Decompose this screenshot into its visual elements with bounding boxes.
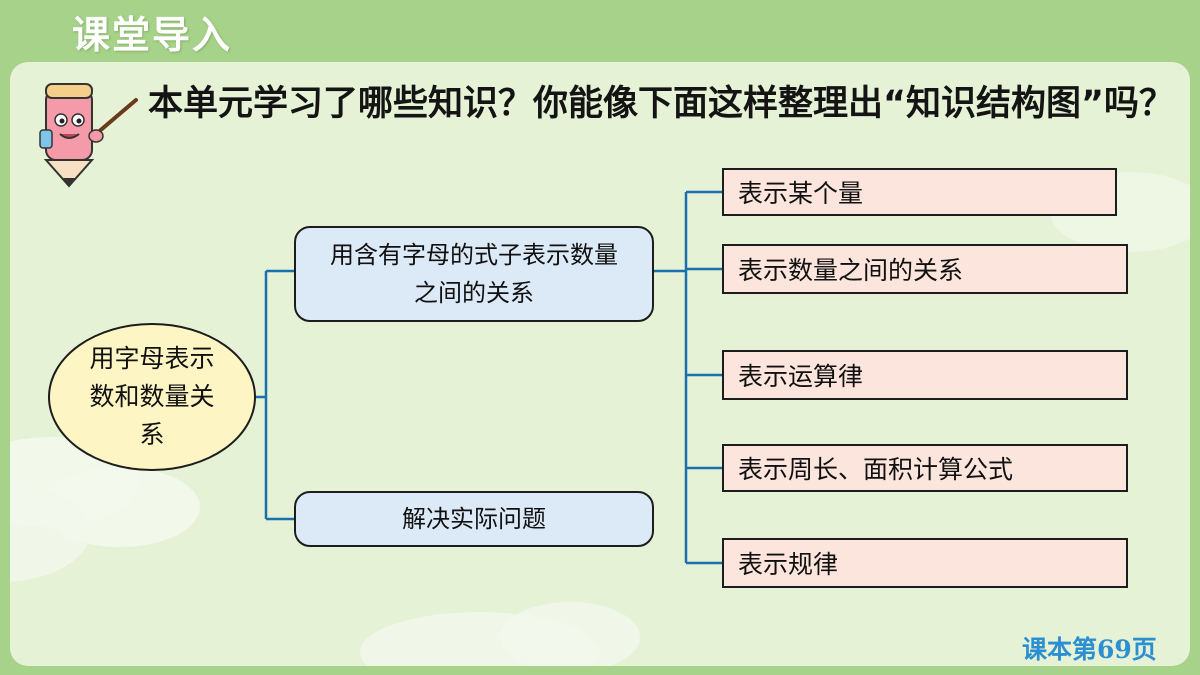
branch-node-problems: 解决实际问题: [294, 491, 654, 547]
branch-node-label: 解决实际问题: [402, 505, 546, 533]
leaf-node: 表示周长、面积计算公式: [722, 444, 1128, 492]
leaf-node: 表示规律: [722, 538, 1128, 588]
leaf-node: 表示某个量: [722, 168, 1117, 216]
leaf-node: 表示运算律: [722, 350, 1128, 400]
root-node: 用字母表示数和数量关系: [48, 323, 256, 471]
branch-node-label: 用含有字母的式子表示数量之间的关系: [330, 241, 618, 307]
page-title: 课堂导入: [72, 13, 233, 57]
branch-node-expressions: 用含有字母的式子表示数量之间的关系: [294, 226, 654, 322]
root-node-label: 用字母表示数和数量关系: [89, 344, 215, 449]
leaf-node: 表示数量之间的关系: [722, 244, 1128, 294]
textbook-page-reference: 课本第69页: [1022, 635, 1157, 664]
pencil-teacher-mascot-icon: [39, 83, 138, 188]
question-text: 本单元学习了哪些知识？你能像下面这样整理出“知识结构图”吗？: [148, 84, 1175, 124]
